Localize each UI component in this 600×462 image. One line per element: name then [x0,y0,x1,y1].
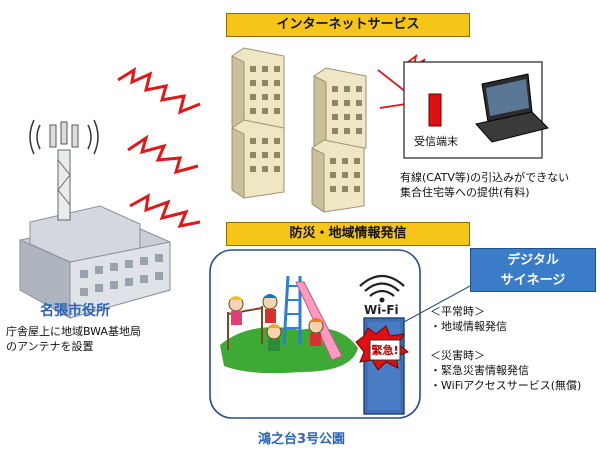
apartment-buildings [231,47,367,213]
city-hall-caption-line1: 庁舎屋上に地域BWA基地局 [6,325,141,338]
receiver-terminal-label: 受信端末 [414,135,458,148]
city-hall-caption-line2: のアンテナを設置 [6,340,94,353]
internet-description: 有線(CATV等)の引込みができない 集合住宅等への提供(有料) [400,170,590,200]
city-hall-building [19,205,171,319]
disaster-info-title: 防災・地域情報発信 [226,222,470,246]
signage-title-line2: サイネージ [500,273,566,288]
wifi-label: Wi-Fi [364,303,399,317]
antenna-tower-icon [29,119,99,221]
signage-title-line1: デジタル [507,253,559,268]
digital-signage-title: デジタル サイネージ [470,248,596,292]
internet-description-line1: 有線(CATV等)の引込みができない [400,171,570,184]
emergency-label: 緊急! [371,344,399,357]
laptop-icon [475,73,549,143]
internet-service-title: インターネットサービス [226,13,470,37]
disaster-heading: ＜災害時＞ [430,349,485,362]
city-hall-caption: 庁舎屋上に地域BWA基地局 のアンテナを設置 [6,324,196,354]
children-figures [228,294,324,351]
park-name: 鴻之台3号公園 [258,432,346,447]
receiver-terminal-icon [428,93,442,127]
radio-wave-icon [117,66,201,115]
internet-description-line2: 集合住宅等への提供(有料) [400,186,530,199]
normal-item: ・地域情報発信 [430,320,507,333]
signage-usage: ＜平常時＞ ・地域情報発信 ＜災害時＞ ・緊急災害情報発信 ・WiFiアクセスサ… [430,304,598,393]
disaster-item-2: ・WiFiアクセスサービス(無償) [430,379,582,392]
radio-wave-icon [129,193,201,229]
normal-heading: ＜平常時＞ [430,305,485,318]
radio-wave-icon [127,134,199,175]
wifi-icon [359,274,405,303]
city-hall-name: 名張市役所 [40,303,110,319]
disaster-item-1: ・緊急災害情報発信 [430,364,529,377]
